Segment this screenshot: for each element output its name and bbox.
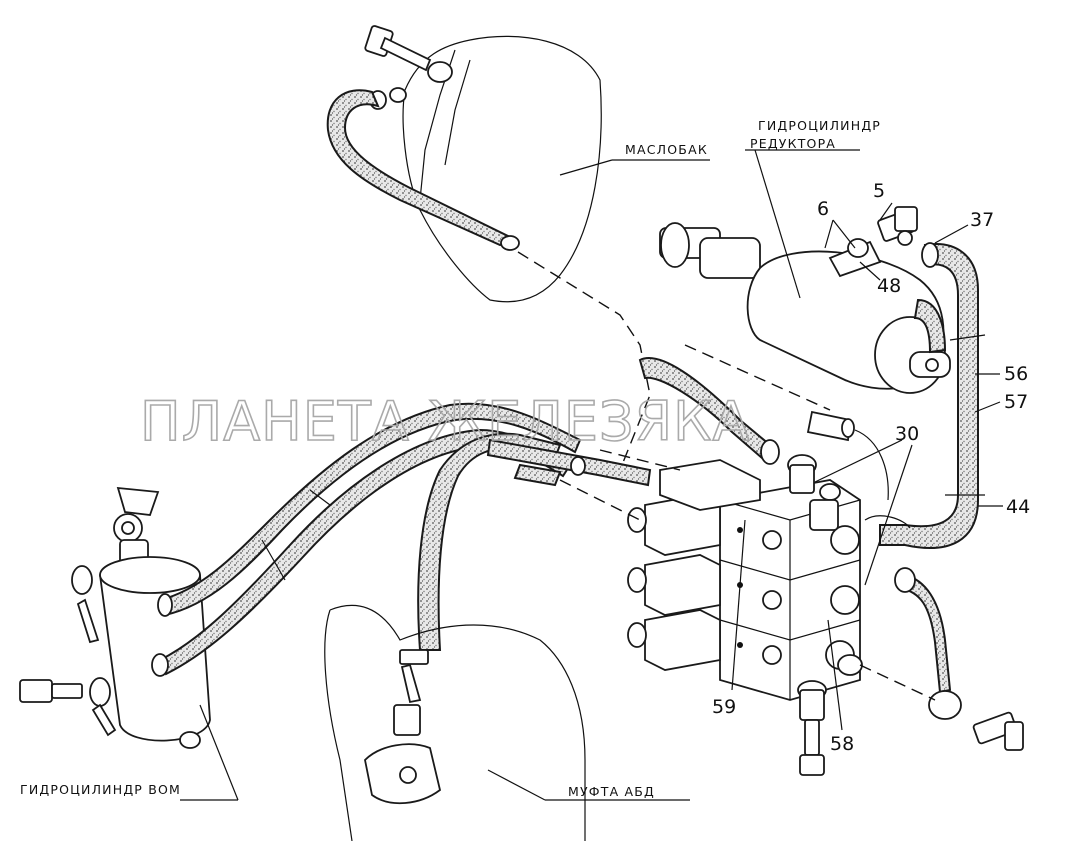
- tank-suction-hose: [326, 89, 515, 247]
- callout-6: 6: [817, 198, 829, 220]
- clutch-housing: [324, 604, 586, 842]
- solenoid-coils: [627, 459, 761, 671]
- watermark: ПЛАНЕТА ЖЕЛЕЗЯКА: [140, 390, 750, 453]
- callout-59: 59: [712, 696, 736, 718]
- callout-44: 44: [1006, 496, 1030, 518]
- valve-top-fittings: [787, 454, 841, 531]
- callout-30: 30: [895, 423, 919, 445]
- label-clutch: МУФТА АБД: [568, 784, 655, 799]
- valve-bottom-fittings: [797, 654, 863, 776]
- callout-56: 56: [1004, 363, 1028, 385]
- callout-37: 37: [970, 209, 994, 231]
- right-vertical-hose: [879, 243, 979, 549]
- label-reducer-cylinder-line1: ГИДРОЦИЛИНДР: [758, 118, 881, 133]
- clutch-hose: [417, 432, 562, 651]
- callout-48: 48: [877, 275, 901, 297]
- pto-fittings: [19, 565, 117, 737]
- label-oil-tank: МАСЛОБАК: [625, 142, 708, 157]
- tank-fitting: [364, 25, 453, 110]
- callout-5: 5: [873, 180, 885, 202]
- pto-cylinder: [99, 486, 211, 749]
- reducer-cylinder: [659, 222, 951, 394]
- label-pto-cylinder: ГИДРОЦИЛИНДР ВОМ: [20, 782, 181, 797]
- callout-58: 58: [830, 733, 854, 755]
- label-reducer-cylinder-line2: РЕДУКТОРА: [750, 136, 836, 151]
- leader-lines: [180, 149, 1003, 801]
- reducer-fittings: [847, 206, 918, 258]
- callout-57: 57: [1004, 391, 1028, 413]
- pto-hose-upper: [158, 402, 582, 617]
- pto-hose-lower: [158, 428, 572, 676]
